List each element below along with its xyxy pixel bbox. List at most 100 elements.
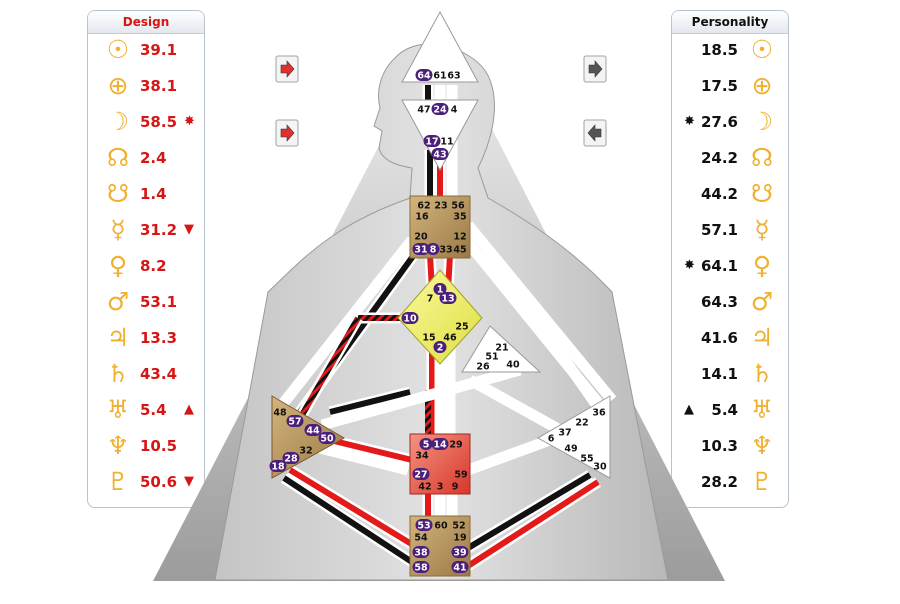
gate-42: 42 — [418, 482, 431, 493]
jupiter-icon: ♃ — [750, 323, 774, 352]
personality-bottom-arrow-button[interactable] — [583, 119, 607, 147]
channels — [277, 85, 617, 571]
gate-63: 63 — [447, 71, 460, 82]
uranus-icon: ♅ — [750, 395, 774, 424]
personality-top-arrow-button[interactable] — [583, 55, 607, 83]
channel-39-55-fill — [466, 472, 592, 551]
gate-6: 6 — [548, 434, 555, 445]
channel-18-58-fill — [282, 475, 420, 569]
gate-53-marker — [415, 519, 433, 531]
personality-value: 18.5 — [700, 41, 738, 59]
gate-56: 56 — [451, 201, 465, 212]
gate-8: 8 — [430, 245, 437, 256]
gate-30: 30 — [593, 462, 607, 473]
gate-50: 50 — [320, 434, 334, 445]
head-center — [401, 10, 479, 83]
design-value: 10.5 — [140, 437, 178, 455]
gate-55: 55 — [580, 454, 593, 465]
earth-icon: ⊕ — [107, 71, 129, 100]
personality-value: 24.2 — [700, 149, 738, 167]
gate-35: 35 — [453, 212, 466, 223]
gate-13: 13 — [441, 294, 454, 305]
channel-32-54-fill — [319, 445, 409, 473]
gate-36: 36 — [592, 408, 606, 419]
design-value: 39.1 — [140, 41, 178, 59]
gate-15: 15 — [422, 333, 435, 344]
solar-plexus-center — [536, 395, 611, 479]
design-row: ☿31.2▼ — [88, 215, 204, 245]
gate-57-marker — [286, 415, 304, 427]
gate-54: 54 — [414, 533, 428, 544]
personality-row: ☉18.5 — [672, 35, 788, 65]
saturn-icon: ♄ — [750, 359, 774, 388]
gate-64-marker — [415, 69, 433, 81]
personality-row: ♀64.1✸ — [672, 251, 788, 281]
personality-row: ♄14.1 — [672, 359, 788, 389]
gate-44-marker — [304, 424, 322, 436]
design-value: 13.3 — [140, 329, 178, 347]
personality-row: ♅5.4▲ — [672, 395, 788, 425]
g-center — [397, 269, 483, 365]
gate-19: 19 — [453, 533, 466, 544]
gate-37: 37 — [558, 428, 571, 439]
personality-value: 28.2 — [700, 473, 738, 491]
gate-21: 21 — [495, 343, 508, 354]
design-top-arrow-button[interactable] — [275, 55, 299, 83]
design-bottom-arrow-button[interactable] — [275, 119, 299, 147]
gate-64: 64 — [417, 71, 431, 82]
gate-44: 44 — [306, 426, 320, 437]
personality-value: 10.3 — [700, 437, 738, 455]
neptune-icon: ♆ — [750, 431, 774, 460]
gate-32: 32 — [299, 446, 312, 457]
personality-row: ♃ 41.6 — [672, 323, 788, 353]
gate-5: 5 — [423, 440, 430, 451]
north-node-icon: ☊ — [750, 143, 774, 172]
design-row: ♄43.4 — [88, 359, 204, 389]
arrow-buttons — [275, 55, 607, 147]
gate-26: 26 — [476, 362, 490, 373]
gate-3: 3 — [437, 482, 444, 493]
pluto-icon: ♇ — [750, 467, 774, 496]
gate-29: 29 — [449, 440, 462, 451]
personality-value: 27.6 — [700, 113, 738, 131]
gate-24: 24 — [433, 105, 447, 116]
gate-62: 62 — [417, 201, 430, 212]
gate-14-marker — [431, 438, 449, 450]
gate-8-marker — [426, 243, 440, 255]
gate-14: 14 — [433, 440, 447, 451]
gate-28-marker — [282, 452, 300, 464]
mars-icon: ♂ — [750, 287, 774, 316]
channel-45-21-fill — [485, 248, 603, 412]
arrow-right-icon — [588, 60, 603, 78]
channel-50-27-upper-fill — [321, 367, 521, 428]
uranus-icon: ♅ — [106, 395, 130, 424]
personality-title: Personality — [672, 11, 788, 34]
personality-value: 44.2 — [700, 185, 738, 203]
exalted-star-icon: ✸ — [184, 114, 195, 129]
personality-row: ♆ 10.3 — [672, 431, 788, 461]
gate-39: 39 — [453, 548, 466, 559]
sun-icon: ☉ — [106, 35, 130, 64]
gate-60: 60 — [434, 521, 448, 532]
channel-20-57-fill — [279, 238, 415, 407]
personality-row: ⊕17.5 — [672, 71, 788, 101]
gate-41-marker — [451, 561, 469, 573]
gate-41: 41 — [453, 563, 466, 574]
gate-27-marker — [412, 468, 430, 480]
personality-row: ☽27.6✸ — [672, 107, 788, 137]
channel-10-57-b — [299, 316, 361, 417]
neptune-icon: ♆ — [106, 431, 130, 460]
design-value: 43.4 — [140, 365, 178, 383]
channel-19-49-fill — [466, 479, 600, 569]
venus-icon: ♀ — [108, 251, 128, 280]
gate-18-marker — [269, 460, 287, 472]
gate-4: 4 — [451, 105, 458, 116]
personality-value: 57.1 — [700, 221, 738, 239]
gate-58: 58 — [414, 563, 428, 574]
personality-value: 17.5 — [700, 77, 738, 95]
personality-value: 41.6 — [700, 329, 738, 347]
gate-53: 53 — [417, 521, 430, 532]
channel-50-27-fill — [329, 437, 413, 463]
channel-44-26-fill — [329, 389, 411, 415]
